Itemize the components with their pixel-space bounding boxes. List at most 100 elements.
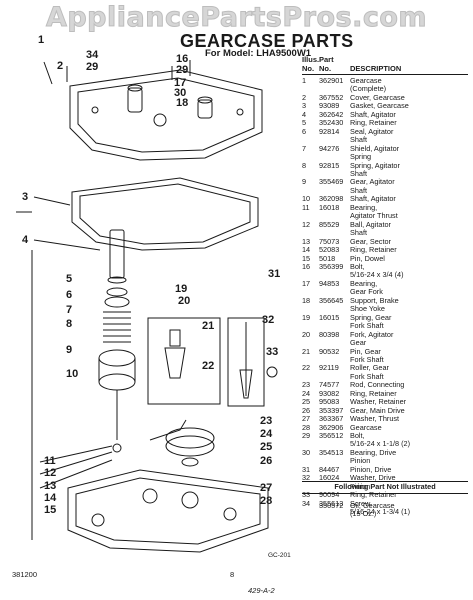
illus-no: 20 [302, 329, 311, 339]
part-no: 95083 [319, 397, 340, 407]
part-description: Shaft, Agitator [350, 194, 396, 204]
part-no: 90532 [319, 346, 340, 356]
part-description: Gasket, Gearcase [350, 101, 409, 111]
part-no: 354513 [319, 447, 344, 457]
part-no: 52083 [319, 245, 340, 255]
illus-no: 34 [302, 498, 311, 508]
part-no: 356399 [319, 261, 344, 271]
model-line: For Model: LHA9500W1 [205, 48, 312, 59]
illus-no: 28 [302, 422, 311, 432]
illus-no: 8 [302, 160, 307, 170]
header-part: Part No. [319, 55, 334, 73]
part-no: 94276 [319, 143, 340, 153]
part-description: Washer, Retainer [350, 397, 407, 407]
not-illustrated-desc: Oil, Gearcase (15 Oz.) [350, 500, 395, 518]
footer-code: 429-A-2 [248, 586, 275, 595]
illus-no: 29 [302, 431, 311, 441]
figure-code: GC-201 [268, 552, 291, 559]
part-no: 74577 [319, 380, 340, 390]
part-description: Pinion, Drive [350, 464, 392, 474]
part-no: 85529 [319, 219, 340, 229]
part-no: 93082 [319, 388, 340, 398]
illus-no: 21 [302, 346, 311, 356]
part-description: Gear, Main Drive [350, 405, 405, 415]
part-description: Ring, Retainer [350, 388, 397, 398]
part-no: 92815 [319, 160, 340, 170]
table-row: 11 16018 Bearing,Agitator Thrust [302, 202, 468, 221]
illus-no: 30 [302, 447, 311, 457]
illus-no: 17 [302, 278, 311, 288]
part-no: 16015 [319, 312, 340, 322]
illus-no: 2 [302, 92, 307, 102]
illus-no: 7 [302, 143, 307, 153]
part-description: Ring, Retainer [350, 490, 397, 500]
illus-no: 1 [302, 76, 307, 85]
illus-no: 10 [302, 194, 311, 204]
illus-no: 13 [302, 236, 311, 246]
part-no: 94853 [319, 278, 340, 288]
part-description: Washer, Thrust [350, 414, 400, 424]
illus-no: 33 [302, 490, 311, 500]
illus-no: 27 [302, 414, 311, 424]
part-description: Bolt,5/16-24 x 3/4 (4) [350, 261, 404, 280]
illus-no: 15 [302, 253, 311, 263]
illus-no: 11 [302, 202, 310, 212]
part-no: 92119 [319, 363, 339, 373]
part-description: Bearing,Agitator Thrust [350, 202, 398, 221]
part-description: Ring, Retainer [350, 245, 397, 255]
part-description: Gear, Sector [350, 236, 391, 246]
part-no: 16018 [319, 202, 340, 212]
illus-no: 6 [302, 126, 307, 136]
not-illustrated-part: 350572 [319, 500, 344, 510]
illus-no: 26 [302, 405, 311, 415]
page-number: 8 [230, 570, 235, 579]
illus-no: 18 [302, 295, 311, 305]
page-title: GEARCASE PARTS [180, 31, 354, 51]
part-no: 355613 [319, 498, 344, 508]
part-no: 84467 [319, 464, 340, 474]
header-illus: Illus. No. [302, 55, 320, 73]
part-no: 80398 [319, 329, 340, 339]
footer-left: 381200 [12, 570, 38, 579]
illus-no: 9 [302, 177, 307, 187]
table-row: 31 84467 Pinion, Drive [302, 464, 468, 474]
part-description: Shaft, Agitator [350, 109, 396, 119]
part-no: 362642 [319, 109, 344, 119]
part-no: 92814 [319, 126, 340, 136]
part-description: Screw,5/16-24 x 1-3/4 (1) [350, 498, 411, 517]
part-no: 356645 [319, 295, 344, 305]
illus-no: 31 [302, 464, 311, 474]
part-description: Cover, Gearcase [350, 92, 405, 102]
part-no: 356512 [319, 431, 344, 441]
